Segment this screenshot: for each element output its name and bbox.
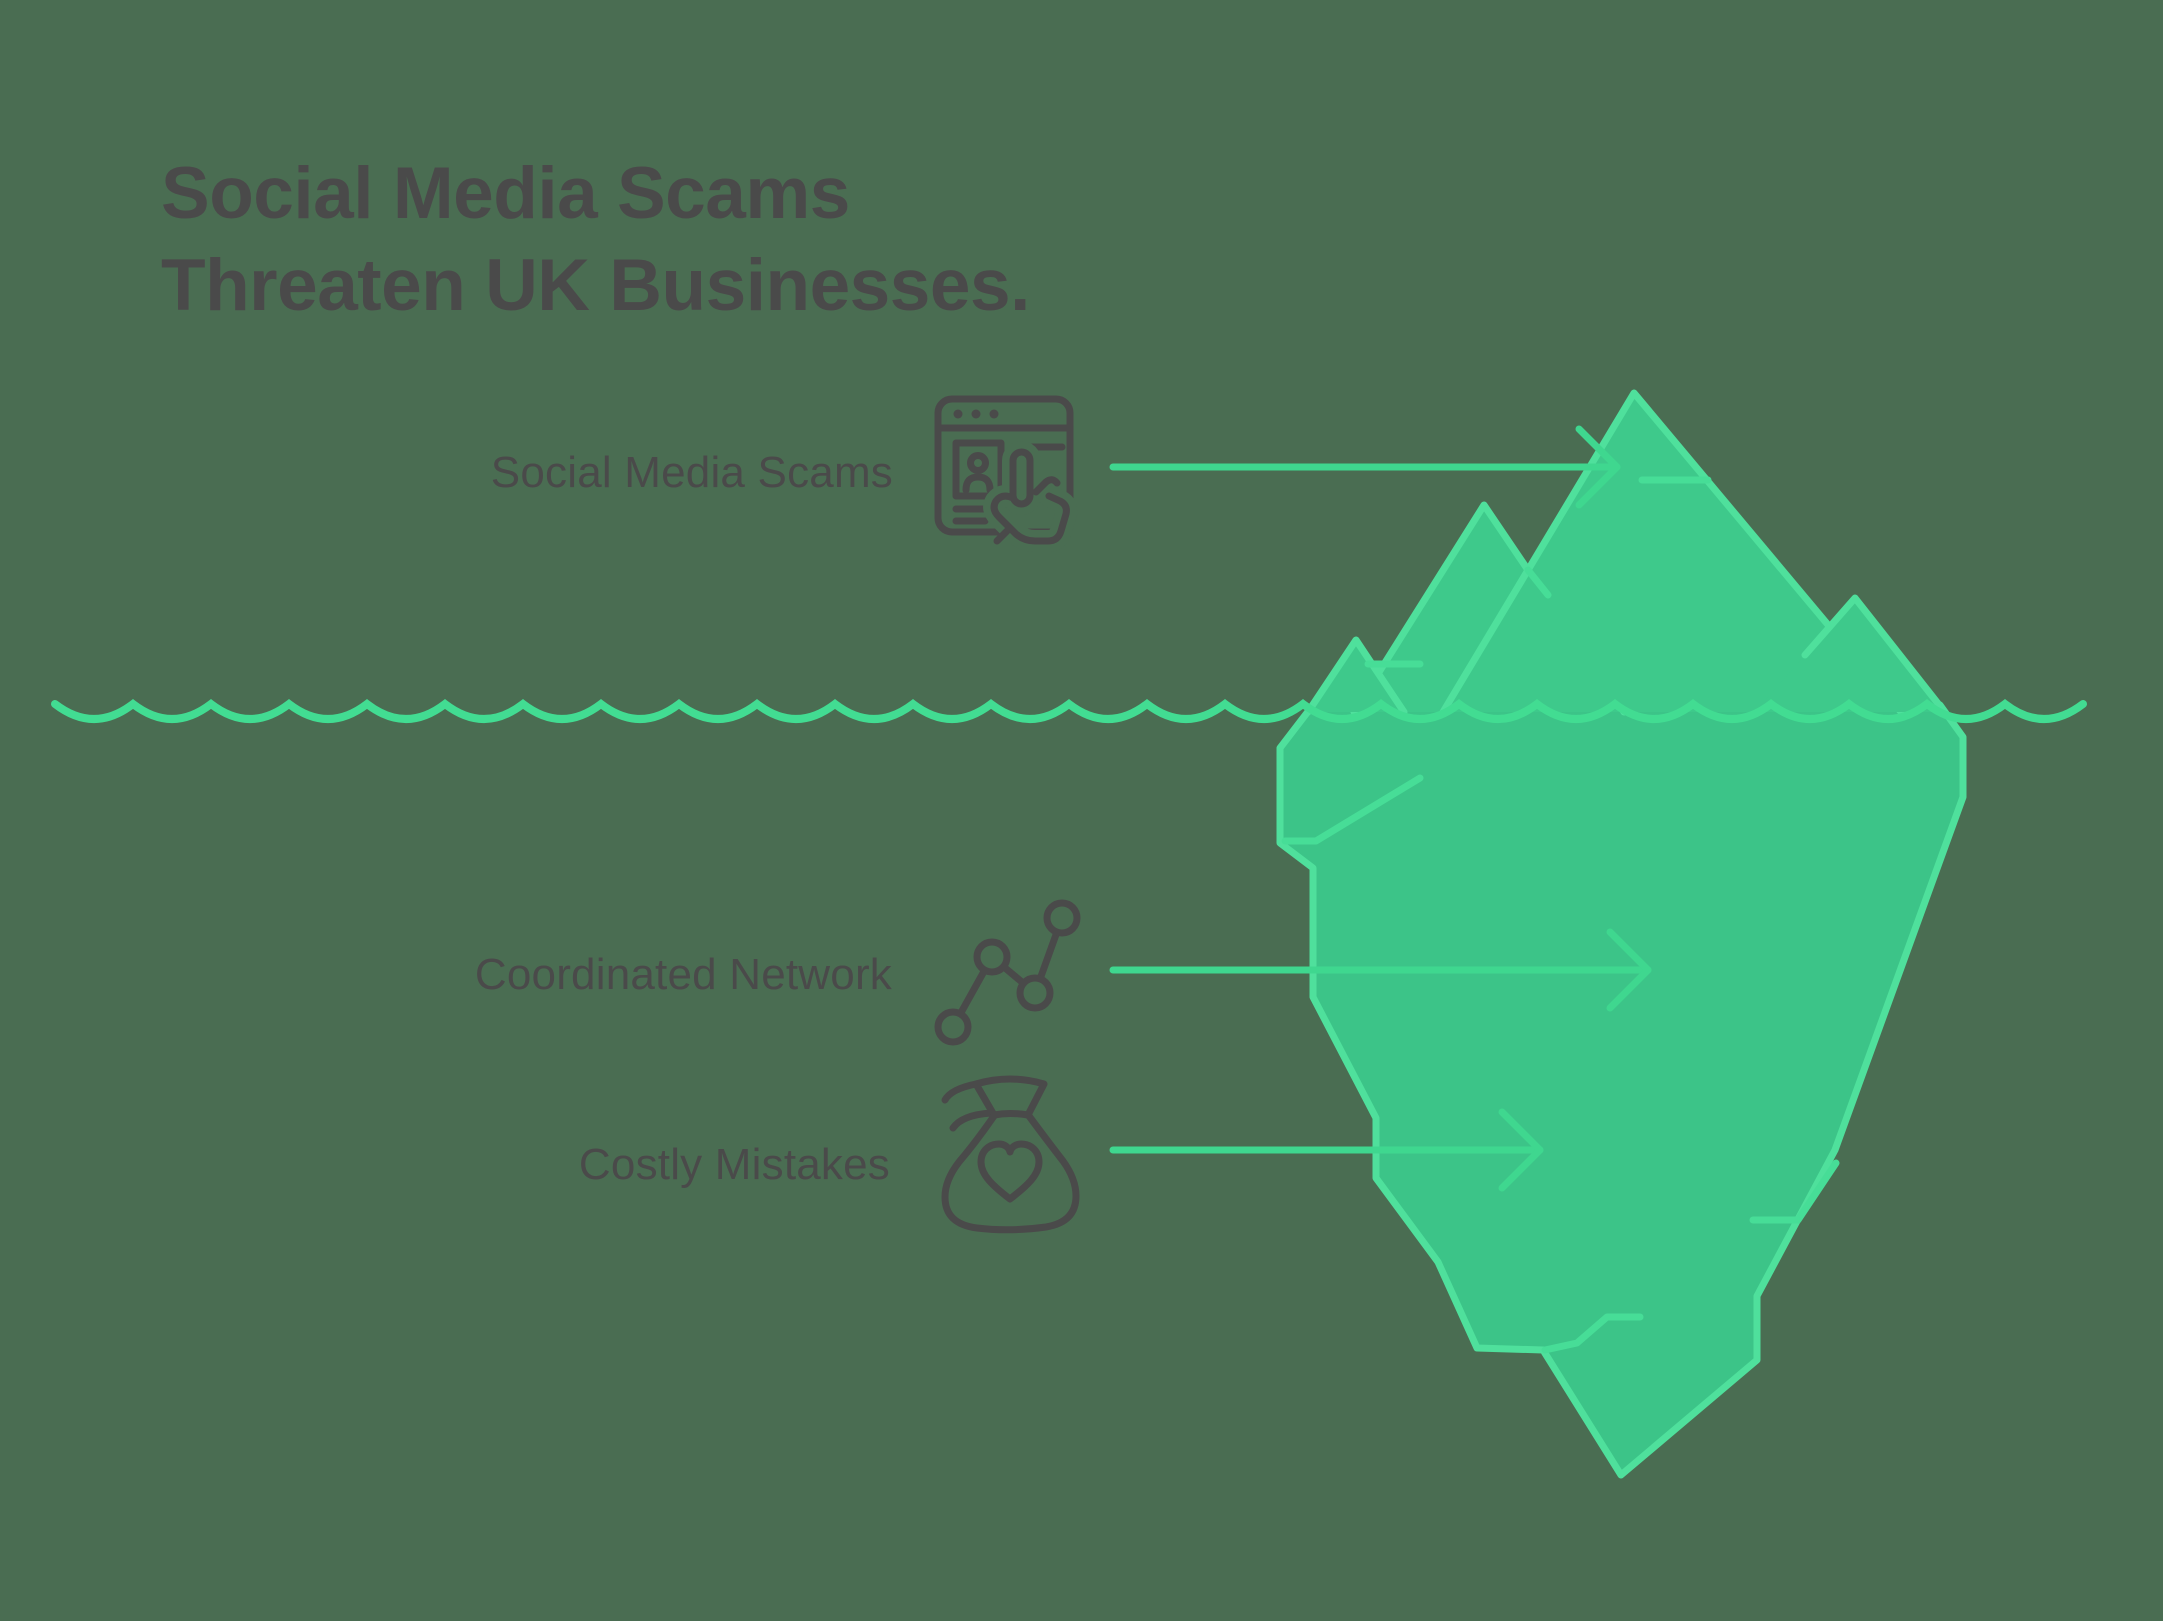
crack-left-underwater [1281, 774, 1424, 845]
browser-dots [953, 409, 999, 419]
money-bag-body [941, 1112, 1080, 1234]
arrow-social-media-scams [1109, 425, 1621, 509]
network-node-bottom-left [934, 1008, 972, 1046]
heart-icon [977, 1140, 1043, 1203]
iceberg-right-peak-outline [1801, 594, 1944, 710]
arrow-head [1606, 928, 1652, 1012]
network-node-left [973, 938, 1011, 976]
money-bag-ribbon-2 [949, 1109, 995, 1132]
money-bag-ribbon-1 [941, 1080, 980, 1104]
arrow-costly-mistakes [1109, 1108, 1544, 1192]
id-card-person-shoulders [962, 473, 994, 494]
arrow-head [1575, 425, 1621, 509]
network-node-top-right [1043, 899, 1081, 937]
iceberg-small-peak-outline [1304, 636, 1408, 716]
crack-left-saddle [1524, 566, 1552, 599]
browser-id-card-pointer-icon [934, 395, 1078, 552]
label-coordinated-network: Coordinated Network [474, 950, 892, 999]
arrow-coordinated-network [1109, 928, 1652, 1012]
money-bag-heart-icon [941, 1075, 1080, 1234]
arrow-head [1498, 1108, 1544, 1192]
pointer-hand-palm [990, 492, 1070, 545]
pointer-hand-finger [1009, 448, 1034, 508]
money-bag-knot [972, 1075, 1048, 1119]
iceberg-right-peak-fill [1755, 598, 1943, 712]
pointer-hand-knuckle [1032, 476, 1061, 496]
iceberg-main-peak-outline [1439, 389, 1905, 716]
iceberg [1276, 389, 1967, 1479]
waterline-waves [51, 698, 2087, 723]
iceberg-main-peak-fill [1443, 393, 1901, 712]
network-links [949, 914, 1066, 1031]
connected-nodes-icon [934, 899, 1081, 1046]
page-title-line2: Threaten UK Businesses. [161, 245, 1030, 326]
label-costly-mistakes: Costly Mistakes [578, 1140, 890, 1189]
network-node-middle [1016, 974, 1054, 1012]
arrows [1109, 425, 1652, 1192]
iceberg-small-peak-fill [1308, 640, 1404, 712]
crack-right-underwater [1749, 1159, 1840, 1224]
iceberg-crack-lines [1281, 476, 1840, 1354]
page-title: Social Media Scams Threaten UK Businesse… [161, 148, 1030, 332]
crack-bottom [1541, 1313, 1644, 1354]
label-social-media-scams: Social Media Scams [490, 448, 893, 497]
id-card-person-head [967, 452, 989, 474]
page-title-line1: Social Media Scams [161, 153, 850, 234]
iceberg-underwater-body [1276, 701, 1967, 1479]
pointer-hand-wrist [993, 527, 1011, 545]
id-card [952, 439, 1005, 500]
